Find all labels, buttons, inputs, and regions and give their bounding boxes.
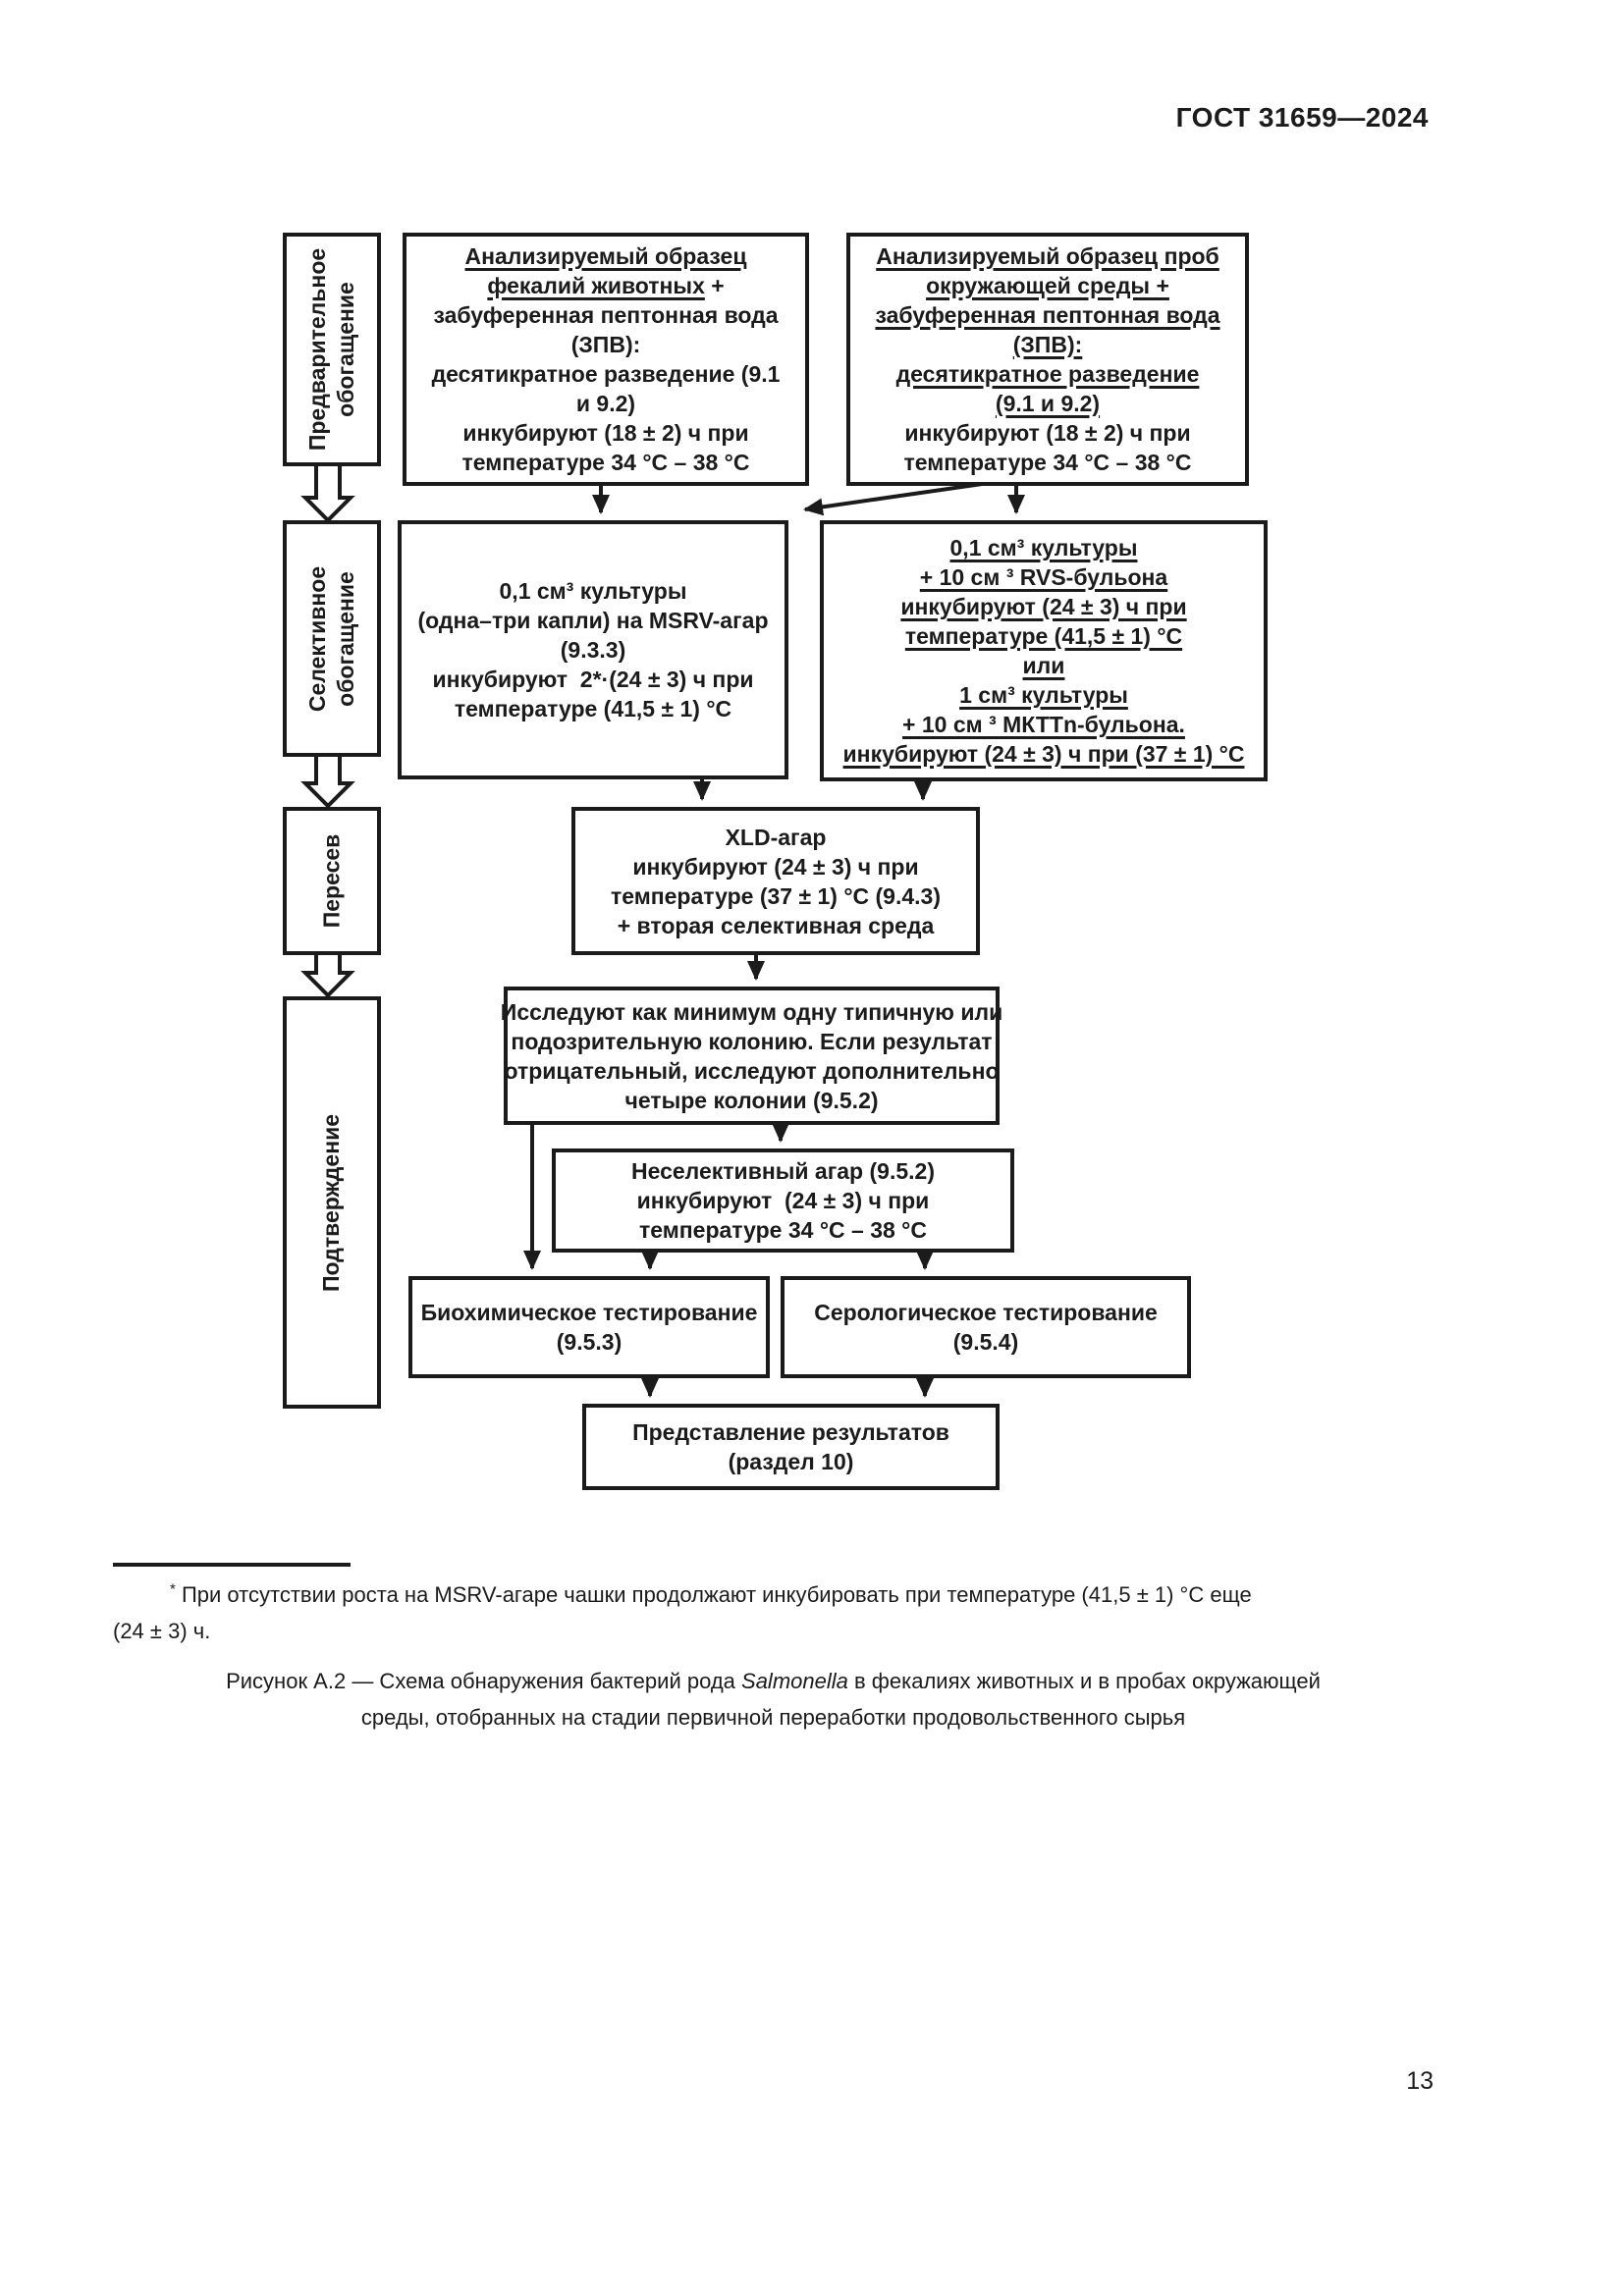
box-line: температуре 34 °С – 38 °С <box>903 450 1192 475</box>
footnote-text: При отсутствии роста на MSRV-агаре чашки… <box>175 1582 1252 1607</box>
box-serological-testing: Серологическое тестирование (9.5.4) <box>781 1276 1191 1378</box>
box-line: или <box>1022 653 1065 678</box>
box-examine-colonies: Исследуют как минимум одну типичную или п… <box>500 987 1003 1125</box>
box-line: + 10 см ³ МКТТn-бульона. <box>902 712 1185 737</box>
box-line: Биохимическое тестирование <box>420 1300 758 1325</box>
caption-text: в фекалиях животных и в пробах окружающе… <box>847 1669 1321 1693</box>
box-nonselective-agar: Неселективный агар (9.5.2) инкубируют (24… <box>552 1148 1014 1253</box>
stage-selective-enrichment: Селективное обогащение <box>283 520 381 757</box>
stage-subculture: Пересев <box>283 807 381 955</box>
box-line: инкубируют (24 ± 3) ч при <box>900 594 1187 619</box>
box-line: + 10 см ³ RVS-бульона <box>919 564 1168 590</box>
box-line: 1 см³ культуры <box>959 682 1128 708</box>
box-line: фекалий животных + <box>487 273 725 298</box>
box-line: инкубируют 2*·(24 ± 3) ч при <box>432 667 754 692</box>
stage-preliminary-enrichment: Предварительное обогащение <box>283 233 381 466</box>
box-line: (одна–три капли) на MSRV-агар <box>417 608 769 633</box>
box-line: температуре 34 °С – 38 °С <box>461 450 750 475</box>
box-line: + вторая селективная среда <box>617 912 935 938</box>
box-line: забуференная пептонная вода <box>433 302 779 328</box>
box-sample-environment: Анализируемый образец проб окружающей сре… <box>846 233 1249 486</box>
box-line: отрицательный, исследуют дополнительно <box>504 1057 1000 1084</box>
box-results-presentation: Представление результатов (раздел 10) <box>582 1404 1000 1490</box>
caption-species-italic: Salmonella <box>741 1669 848 1693</box>
box-line: инкубируют (24 ± 3) ч при <box>636 1188 930 1213</box>
box-line: Анализируемый образец <box>464 243 747 269</box>
box-line: (9.3.3) <box>560 637 626 663</box>
box-line: (ЗПВ): <box>1012 332 1083 357</box>
figure-caption: Рисунок А.2 — Схема обнаружения бактерий… <box>113 1663 1434 1735</box>
box-line: инкубируют (18 ± 2) ч при <box>904 420 1191 446</box>
footnote-line-1: * При отсутствии роста на MSRV-агаре чаш… <box>113 1576 1434 1613</box>
box-line: Неселективный агар (9.5.2) <box>631 1158 935 1184</box>
box-line: инкубируют (24 ± 3) ч при (37 ± 1) °С <box>842 741 1245 767</box>
caption-line-2: среды, отобранных на стадии первичной пе… <box>360 1705 1186 1730</box>
box-line: Представление результатов <box>632 1419 949 1445</box>
box-line: 0,1 см³ культуры <box>499 578 687 604</box>
box-line: (ЗПВ): <box>570 332 641 357</box>
footnote-line-2: (24 ± 3) ч. <box>113 1619 211 1643</box>
page-number: 13 <box>1406 2067 1434 2095</box>
box-line: (9.1 и 9.2) <box>995 391 1101 416</box>
box-line: Серологическое тестирование <box>814 1300 1158 1325</box>
stage-label: Селективное обогащение <box>304 565 359 712</box>
box-msrv-agar: 0,1 см³ культуры (одна–три капли) на MSRV… <box>398 520 788 779</box>
box-line: температуре 34 °С – 38 °С <box>639 1217 927 1243</box>
caption-line-1: Рисунок А.2 — Схема обнаружения бактерий… <box>113 1663 1434 1699</box>
box-line: 0,1 см³ культуры <box>949 535 1138 561</box>
box-line: четыре колонии (9.5.2) <box>624 1087 879 1113</box>
footnote-marker: * <box>170 1580 176 1598</box>
box-biochemical-testing: Биохимическое тестирование (9.5.3) <box>408 1276 770 1378</box>
box-line: температуре (41,5 ± 1) °С <box>454 696 732 721</box>
stage-label: Пересев <box>318 833 345 929</box>
page-header: ГОСТ 31659—2024 <box>1175 102 1429 133</box>
box-line: десятикратное разведение <box>895 361 1200 387</box>
box-line: инкубируют (18 ± 2) ч при <box>462 420 749 446</box>
box-line: (раздел 10) <box>728 1449 854 1474</box>
stage-label: Предварительное обогащение <box>304 247 359 452</box>
stage-confirmation: Подтверждение <box>283 996 381 1409</box>
box-line: температуре (37 ± 1) °С (9.4.3) <box>610 882 941 909</box>
box-line: (9.5.4) <box>952 1329 1019 1355</box>
caption-text: Рисунок А.2 — Схема обнаружения бактерий… <box>226 1669 742 1693</box>
box-line: окружающей среды + <box>926 273 1169 298</box>
box-line: Анализируемый образец проб <box>876 243 1219 269</box>
box-line: инкубируют (24 ± 3) ч при <box>632 853 919 880</box>
box-line: (9.5.3) <box>556 1329 623 1355</box>
box-line: XLD-агар <box>725 824 827 850</box>
stage-arrow-1 <box>300 455 355 523</box>
footnote: * При отсутствии роста на MSRV-агаре чаш… <box>113 1576 1434 1649</box>
box-line: забуференная пептонная вода <box>875 302 1220 328</box>
footnote-rule <box>113 1563 351 1567</box>
box-line: Исследуют как минимум одну типичную или <box>500 998 1003 1025</box>
stage-label: Подтверждение <box>318 1113 345 1292</box>
box-sample-feces: Анализируемый образец фекалий животных + з… <box>403 233 809 486</box>
box-line: подозрительную колонию. Если результат <box>511 1028 993 1054</box>
box-line: и 9.2) <box>575 391 636 416</box>
box-line: температуре (41,5 ± 1) °С <box>904 623 1183 649</box>
box-rvs-mkttn-broth: 0,1 см³ культуры + 10 см ³ RVS-бульона инк… <box>820 520 1268 781</box>
box-line: десятикратное разведение (9.1 <box>431 361 781 387</box>
